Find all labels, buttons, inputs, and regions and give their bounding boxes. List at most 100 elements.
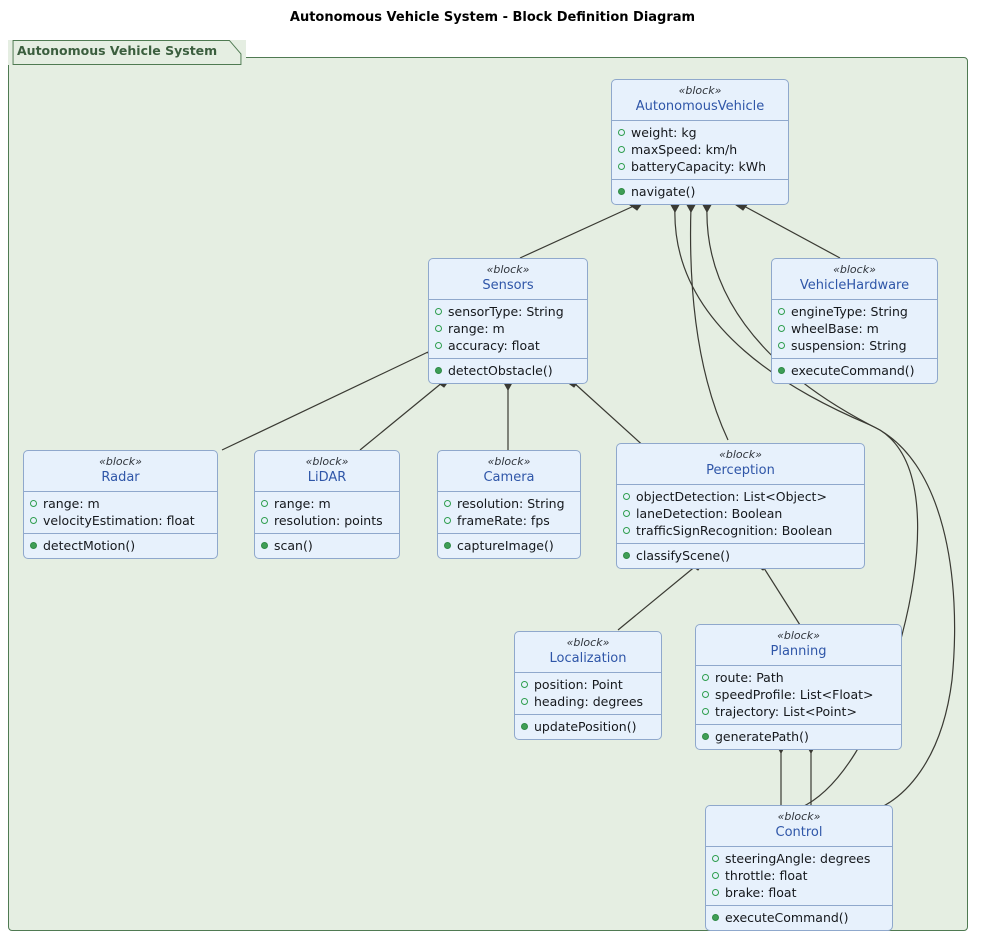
attribute-label: heading: degrees: [534, 694, 644, 709]
operation-row: navigate(): [618, 183, 782, 200]
attribute-marker-icon: [712, 889, 719, 896]
operation-label: navigate(): [631, 184, 696, 199]
block-header: «block» Camera: [438, 451, 580, 492]
block-operations: executeCommand(): [772, 358, 937, 383]
attribute-row: accuracy: float: [435, 337, 581, 354]
package-label: Autonomous Vehicle System: [17, 43, 218, 58]
attribute-marker-icon: [261, 500, 268, 507]
block-attributes: engineType: String wheelBase: m suspensi…: [772, 300, 937, 358]
attribute-marker-icon: [521, 681, 528, 688]
attribute-label: steeringAngle: degrees: [725, 851, 871, 866]
attribute-label: trafficSignRecognition: Boolean: [636, 523, 833, 538]
attribute-row: batteryCapacity: kWh: [618, 158, 782, 175]
block-operations: executeCommand(): [706, 905, 892, 930]
operation-marker-icon: [702, 733, 709, 740]
operation-row: classifyScene(): [623, 547, 858, 564]
block-operations: detectMotion(): [24, 533, 217, 558]
block-stereotype: «block»: [777, 629, 820, 642]
attribute-marker-icon: [435, 308, 442, 315]
block-stereotype: «block»: [719, 448, 762, 461]
block-stereotype: «block»: [678, 84, 722, 97]
attribute-label: laneDetection: Boolean: [636, 506, 783, 521]
block-header: «block» Sensors: [429, 259, 587, 300]
operation-label: classifyScene(): [636, 548, 730, 563]
attribute-marker-icon: [778, 342, 785, 349]
block-name: Camera: [483, 470, 535, 485]
block-control[interactable]: «block» Control steeringAngle: degrees t…: [705, 805, 893, 931]
attribute-row: heading: degrees: [521, 693, 655, 710]
attribute-marker-icon: [30, 500, 37, 507]
attribute-marker-icon: [618, 163, 625, 170]
block-autonomousvehicle[interactable]: «block» AutonomousVehicle weight: kg max…: [611, 79, 789, 205]
attribute-marker-icon: [702, 674, 709, 681]
block-radar[interactable]: «block» Radar range: m velocityEstimatio…: [23, 450, 218, 559]
block-attributes: steeringAngle: degrees throttle: float b…: [706, 847, 892, 905]
operation-marker-icon: [435, 367, 442, 374]
operation-marker-icon: [778, 367, 785, 374]
attribute-label: maxSpeed: km/h: [631, 142, 738, 157]
attribute-row: sensorType: String: [435, 303, 581, 320]
block-localization[interactable]: «block» Localization position: Point hea…: [514, 631, 662, 740]
attribute-label: suspension: String: [791, 338, 907, 353]
block-attributes: objectDetection: List<Object> laneDetect…: [617, 485, 864, 543]
block-camera[interactable]: «block» Camera resolution: String frameR…: [437, 450, 581, 559]
block-header: «block» Planning: [696, 625, 901, 666]
block-stereotype: «block»: [487, 455, 531, 468]
block-sensors[interactable]: «block» Sensors sensorType: String range…: [428, 258, 588, 384]
attribute-row: objectDetection: List<Object>: [623, 488, 858, 505]
operation-label: executeCommand(): [725, 910, 849, 925]
block-vehiclehardware[interactable]: «block» VehicleHardware engineType: Stri…: [771, 258, 938, 384]
attribute-label: engineType: String: [791, 304, 908, 319]
attribute-row: range: m: [261, 495, 393, 512]
attribute-label: accuracy: float: [448, 338, 540, 353]
attribute-label: batteryCapacity: kWh: [631, 159, 767, 174]
block-stereotype: «block»: [305, 455, 349, 468]
attribute-label: range: m: [274, 496, 331, 511]
attribute-row: resolution: String: [444, 495, 574, 512]
block-header: «block» Perception: [617, 444, 864, 485]
block-header: «block» LiDAR: [255, 451, 399, 492]
attribute-row: frameRate: fps: [444, 512, 574, 529]
block-attributes: position: Point heading: degrees: [515, 673, 661, 714]
block-perception[interactable]: «block» Perception objectDetection: List…: [616, 443, 865, 569]
attribute-label: velocityEstimation: float: [43, 513, 195, 528]
operation-row: scan(): [261, 537, 393, 554]
attribute-marker-icon: [778, 308, 785, 315]
operation-row: captureImage(): [444, 537, 574, 554]
block-planning[interactable]: «block» Planning route: Path speedProfil…: [695, 624, 902, 750]
attribute-marker-icon: [261, 517, 268, 524]
attribute-label: sensorType: String: [448, 304, 564, 319]
attribute-marker-icon: [618, 146, 625, 153]
block-attributes: sensorType: String range: m accuracy: fl…: [429, 300, 587, 358]
block-name: AutonomousVehicle: [635, 99, 765, 114]
attribute-marker-icon: [435, 325, 442, 332]
operation-label: updatePosition(): [534, 719, 637, 734]
attribute-row: position: Point: [521, 676, 655, 693]
operation-row: executeCommand(): [778, 362, 931, 379]
operation-marker-icon: [623, 552, 630, 559]
attribute-marker-icon: [712, 855, 719, 862]
attribute-row: brake: float: [712, 884, 886, 901]
operation-label: captureImage(): [457, 538, 554, 553]
operation-label: detectObstacle(): [448, 363, 553, 378]
block-header: «block» Radar: [24, 451, 217, 492]
operation-marker-icon: [712, 914, 719, 921]
block-operations: classifyScene(): [617, 543, 864, 568]
operation-marker-icon: [261, 542, 268, 549]
attribute-marker-icon: [521, 698, 528, 705]
attribute-marker-icon: [623, 527, 630, 534]
attribute-marker-icon: [618, 129, 625, 136]
block-name: Localization: [549, 651, 627, 666]
block-name: Radar: [101, 470, 140, 485]
attribute-row: velocityEstimation: float: [30, 512, 211, 529]
attribute-row: trafficSignRecognition: Boolean: [623, 522, 858, 539]
block-operations: navigate(): [612, 179, 788, 204]
attribute-row: laneDetection: Boolean: [623, 505, 858, 522]
block-lidar[interactable]: «block» LiDAR range: m resolution: point…: [254, 450, 400, 559]
attribute-label: speedProfile: List<Float>: [715, 687, 874, 702]
attribute-label: throttle: float: [725, 868, 808, 883]
attribute-label: frameRate: fps: [457, 513, 550, 528]
attribute-label: weight: kg: [631, 125, 697, 140]
attribute-label: objectDetection: List<Object>: [636, 489, 827, 504]
block-stereotype: «block»: [833, 263, 876, 276]
